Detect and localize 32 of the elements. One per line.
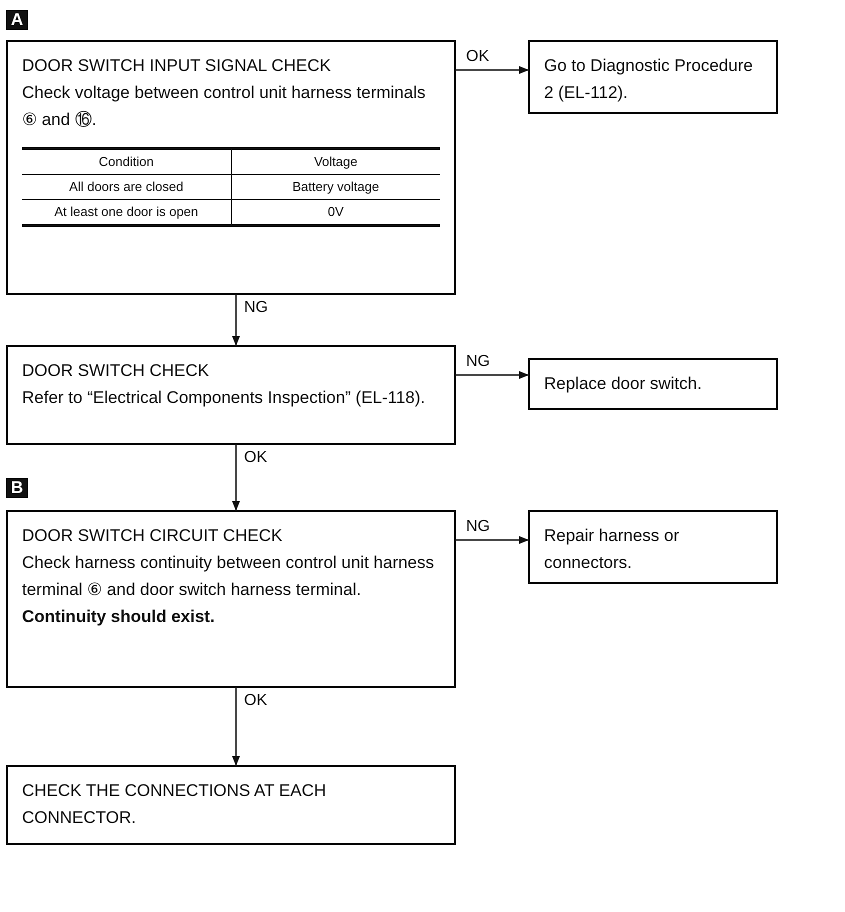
table-cell: Battery voltage	[231, 174, 440, 200]
process-box	[6, 510, 456, 688]
arrow	[456, 66, 529, 74]
process-box	[6, 765, 456, 845]
instruction-text: Go to Diagnostic Procedure 2 (EL-112).	[544, 55, 754, 104]
arrow	[232, 295, 240, 346]
instruction-text: Repair harness or connectors.	[544, 525, 680, 574]
instruction-text: Check voltage between control unit harness terminals ⑥ and ⑯.	[22, 82, 426, 131]
instruction-text: Check harness continuity between control unit harness terminal ⑥ and door switch harness terminal.	[22, 552, 436, 601]
instruction-text: Replace door switch.	[544, 373, 703, 395]
arrow	[456, 371, 529, 379]
step-marker: B	[6, 478, 28, 498]
step-heading: DOOR SWITCH CHECK	[22, 360, 210, 382]
table-cell: 0V	[231, 200, 440, 226]
process-box	[528, 40, 778, 114]
instruction-text: CHECK THE CONNECTIONS AT EACH CONNECTOR.	[22, 780, 328, 829]
arrow	[232, 445, 240, 511]
table-header-cell: Condition	[22, 148, 231, 174]
step-marker: A	[6, 10, 28, 30]
table-cell: At least one door is open	[22, 200, 231, 226]
process-box	[528, 510, 778, 584]
instruction-text: Continuity should exist.	[22, 606, 216, 628]
step-heading: DOOR SWITCH CIRCUIT CHECK	[22, 525, 284, 547]
table-header-cell: Voltage	[231, 148, 440, 174]
arrow	[456, 536, 529, 544]
step-heading: DOOR SWITCH INPUT SIGNAL CHECK	[22, 55, 332, 77]
instruction-text: Refer to “Electrical Components Inspection” (EL-118).	[22, 387, 426, 409]
arrow	[232, 688, 240, 766]
process-box	[6, 345, 456, 445]
process-box	[6, 40, 456, 295]
process-box	[528, 358, 778, 410]
table-cell: All doors are closed	[22, 174, 231, 200]
